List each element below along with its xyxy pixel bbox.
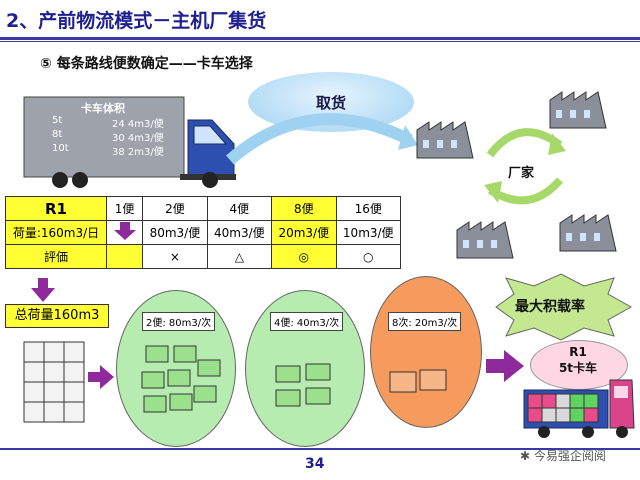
group-label: 2便: 80m3/次	[142, 312, 216, 331]
truck-illustration	[23, 96, 236, 188]
truck-volume-title: 卡车体积	[81, 102, 125, 115]
eval-cell: △	[206, 244, 273, 269]
truck-volume: 38 2m3/便	[112, 147, 164, 158]
result-truck: 5t卡车	[558, 361, 598, 375]
burst-callout-icon	[495, 273, 633, 341]
pickup-arrow-icon	[226, 113, 418, 165]
section-subtitle: ⑤ 每条路线便数确定——卡车选择	[40, 56, 253, 72]
trip-header: 4便	[206, 196, 273, 221]
pallet-stack-icon	[23, 341, 85, 423]
load-cell: 80m3/便	[142, 220, 208, 245]
footer-divider	[0, 448, 640, 450]
arrow-right-icon	[486, 350, 524, 382]
cycle-arrows-icon	[484, 128, 566, 205]
truck-volume: 24 4m3/便	[112, 119, 164, 130]
factory-icon	[416, 121, 474, 159]
eval-label: 評価	[5, 244, 107, 269]
watermark-text: 今易强企阅阅	[533, 449, 606, 463]
arrow-down-icon	[31, 278, 55, 302]
box-cluster-icon	[275, 363, 331, 407]
group-ellipse-8-trips	[370, 276, 482, 428]
load-cell	[105, 220, 144, 245]
group-label: 8次: 20m3/次	[388, 312, 462, 331]
truck-tonnage: 5t	[52, 115, 63, 126]
box-cluster-icon	[141, 345, 221, 413]
factory-icon	[456, 221, 514, 259]
page-number: 34	[305, 456, 325, 472]
total-load-box: 总荷量160m3	[5, 304, 109, 328]
truck-tonnage: 8t	[52, 129, 63, 140]
eval-cell: ○	[335, 244, 401, 269]
factory-icon	[549, 91, 607, 129]
pickup-label: 取货	[315, 94, 346, 112]
loaded-truck-icon	[523, 379, 635, 438]
load-cell: 10m3/便	[335, 220, 401, 245]
wechat-icon: ✱	[520, 449, 531, 463]
eval-cell-selected: ◎	[271, 244, 337, 269]
page-title: 2、产前物流模式－主机厂集货	[6, 10, 267, 32]
truck-volume: 30 4m3/便	[112, 133, 164, 144]
group-label: 4便: 40m3/次	[270, 312, 344, 331]
eval-cell	[105, 244, 144, 269]
trip-header: 2便	[142, 196, 208, 221]
load-cell: 40m3/便	[206, 220, 273, 245]
trip-header-selected: 8便	[271, 196, 337, 221]
trip-header: 16便	[335, 196, 401, 221]
truck-tonnage: 10t	[52, 143, 69, 154]
watermark: ✱ 今易强企阅阅	[520, 447, 606, 464]
load-cell-selected: 20m3/便	[271, 220, 337, 245]
header-divider-thin	[0, 41, 640, 42]
result-text: R1 5t卡车	[530, 344, 626, 376]
eval-cell: ×	[142, 244, 208, 269]
max-load-text: 最大积载率	[515, 299, 585, 315]
factory-icon	[559, 214, 617, 252]
header-divider	[0, 37, 640, 40]
result-route: R1	[569, 345, 587, 359]
arrow-down-icon	[113, 222, 136, 240]
box-cluster-icon	[389, 369, 447, 393]
load-label: 荷量:160m3/日	[5, 220, 107, 245]
route-trip-table: R1 1便 2便 4便 8便 16便 荷量:160m3/日 80m3/便 40m…	[5, 196, 401, 269]
factory-label: 厂家	[508, 166, 535, 181]
trip-header: 1便	[105, 196, 144, 221]
route-cell: R1	[5, 196, 107, 221]
arrow-right-icon	[88, 365, 114, 389]
